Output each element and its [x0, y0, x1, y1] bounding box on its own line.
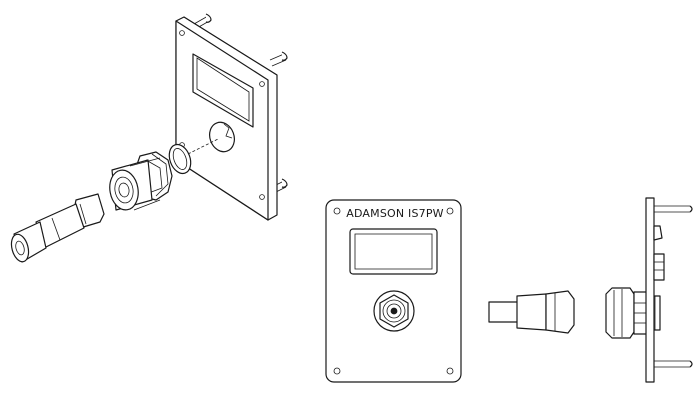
- mounting-hole-icon: [447, 368, 453, 374]
- side-view: [489, 198, 692, 382]
- side-connector-plug: [489, 291, 574, 333]
- isometric-mounting-plate: [176, 17, 277, 220]
- side-plate-edge: [646, 198, 692, 382]
- isometric-display-window: [193, 54, 253, 127]
- isometric-cable-gland: [107, 152, 172, 212]
- front-connector-icon: [374, 291, 414, 331]
- front-display-window: [350, 229, 437, 274]
- side-plate: [646, 198, 654, 382]
- isometric-connector-plug: [9, 194, 104, 264]
- panel-model-label: ADAMSON IS7PW: [346, 207, 444, 220]
- mounting-hole-icon: [447, 208, 453, 214]
- front-view: [326, 200, 461, 382]
- isometric-o-ring: [165, 141, 194, 176]
- mounting-hole-icon: [334, 368, 340, 374]
- mounting-hole-icon: [334, 208, 340, 214]
- isometric-exploded-view: [9, 14, 287, 264]
